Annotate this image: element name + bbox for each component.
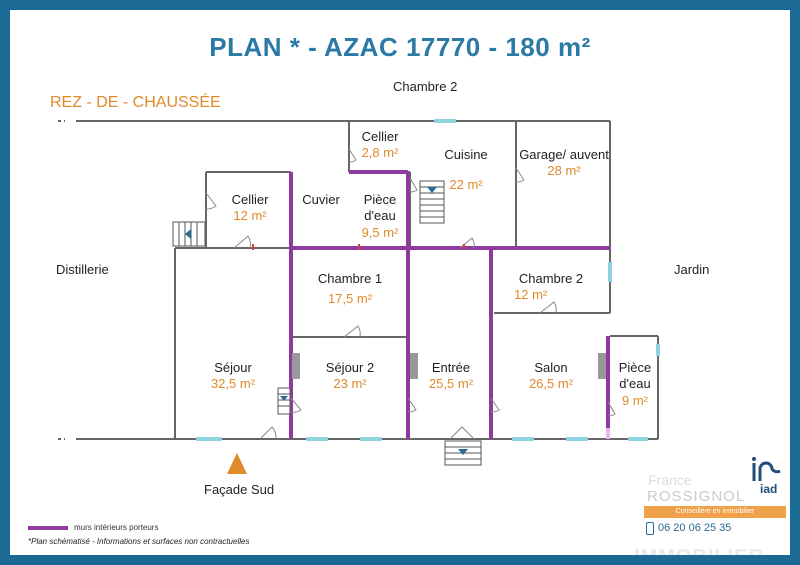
label-chambre-2-top: Chambre 2: [393, 79, 458, 94]
brand-country: France: [648, 472, 692, 488]
door-marks: [252, 244, 465, 250]
phone-icon: [646, 522, 654, 535]
legend-label: murs intérieurs porteurs: [74, 523, 159, 532]
agent-phone[interactable]: 06 20 06 25 35: [658, 522, 732, 534]
stair-arrows: [185, 187, 468, 455]
iad-logo-icon: [752, 457, 781, 481]
label-distillerie: Distillerie: [56, 262, 109, 277]
plan-frame: PLAN * - AZAC 17770 - 180 m² REZ - DE - …: [10, 10, 790, 555]
floor-plan: [58, 119, 660, 474]
load-bearing-walls: [289, 170, 610, 439]
door-swings: [205, 148, 616, 440]
legend-swatch: [28, 525, 68, 530]
stairs: [172, 180, 482, 466]
level-label: REZ - DE - CHAUSSÉE: [50, 94, 221, 111]
plain-walls: [58, 120, 659, 440]
brand-iad: iad: [760, 482, 778, 496]
north-arrow-icon: [227, 453, 247, 474]
chimneys: [292, 353, 606, 379]
windows: [196, 119, 660, 441]
label-facade-sud: Façade Sud: [204, 482, 275, 497]
agent-name: ROSSIGNOL: [647, 488, 746, 505]
room-cuvier: Cuvier: [302, 192, 340, 207]
label-jardin: Jardin: [674, 262, 710, 277]
agent-branding: iad France ROSSIGNOL Conseillère en immo…: [634, 455, 790, 555]
brand-watermark: IMMOBILIER: [634, 546, 764, 555]
agent-role: Conseillère en immobilier: [644, 506, 786, 518]
legend: murs intérieurs porteurs: [28, 523, 158, 532]
plan-title: PLAN * - AZAC 17770 - 180 m²: [209, 32, 591, 62]
disclaimer: *Plan schématisé - Informations et surfa…: [28, 537, 250, 546]
